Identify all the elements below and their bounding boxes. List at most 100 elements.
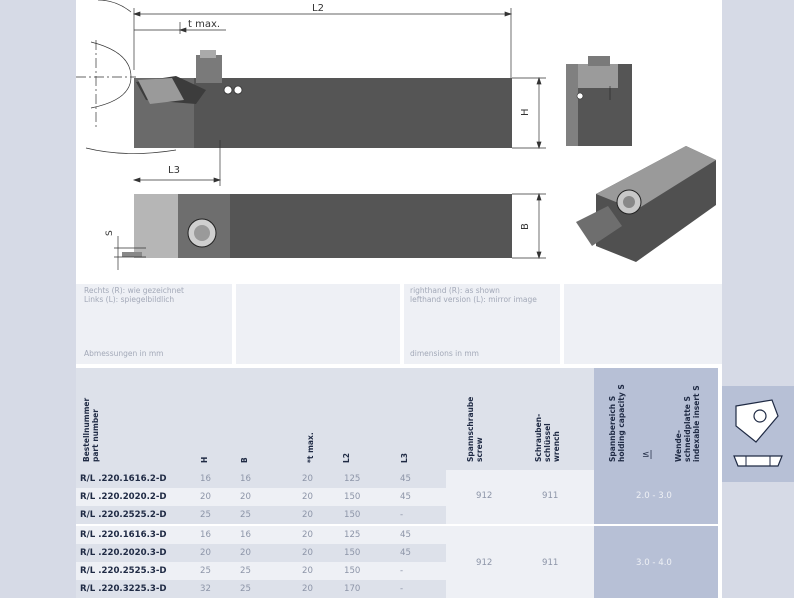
info-en-line2: lefthand version (L): mirror image (410, 295, 537, 304)
cell-h: 16 (200, 474, 211, 484)
dim-B: B (520, 223, 531, 230)
group-1-screw: 912 (476, 491, 493, 501)
info-de-line1: Rechts (R): wie gezeichnet (84, 286, 184, 295)
cell-l2: 170 (344, 584, 361, 594)
part-number-cell: R/L .220.3225.3-D (80, 584, 167, 594)
info-box-empty-2 (564, 284, 722, 364)
cell-h: 25 (200, 510, 211, 520)
part-number-cell: R/L .220.2020.2-D (80, 492, 167, 502)
cell-t: 20 (302, 566, 313, 576)
dim-H: H (520, 108, 531, 116)
part-number-cell: R/L .220.2020.3-D (80, 548, 167, 558)
separator (76, 364, 722, 368)
cell-l3: - (400, 584, 404, 594)
dim-L2: L2 (312, 3, 324, 14)
table-row: R/L .220.1616.3-D 16 16 20 125 45 (76, 526, 446, 544)
cell-b: 25 (240, 584, 251, 594)
info-box-en: righthand (R): as shown lefthand version… (404, 284, 560, 364)
table-header-dims: Bestellnummer part number H B *t max. L2… (76, 368, 446, 470)
header-capacity-en: holding capacity S (617, 384, 626, 462)
header-H: H (200, 456, 209, 463)
header-L3: L3 (400, 453, 409, 463)
cell-b: 25 (240, 510, 251, 520)
header-insert-de2: schneidplatte S (683, 396, 692, 462)
cell-l2: 125 (344, 530, 361, 540)
info-en-dims: dimensions in mm (410, 349, 479, 358)
insert-side-icon (733, 455, 783, 467)
info-box-de: Rechts (R): wie gezeichnet Links (L): sp… (76, 284, 232, 364)
header-screw-en: screw (475, 437, 484, 462)
insert-icon-box (722, 386, 794, 482)
cell-t: 20 (302, 584, 313, 594)
cell-l2: 150 (344, 510, 361, 520)
dim-tmax: t max. (188, 19, 220, 30)
header-B: B (240, 457, 249, 463)
table-row: R/L .220.2525.3-D 25 25 20 150 - (76, 562, 446, 580)
part-number-cell: R/L .220.1616.2-D (80, 474, 167, 484)
cell-l3: - (400, 510, 404, 520)
cell-t: 20 (302, 510, 313, 520)
cell-h: 16 (200, 530, 211, 540)
cell-b: 16 (240, 530, 251, 540)
table-header-tools: Spannschraube screw Schrauben- schlüssel… (446, 368, 594, 470)
group-1-range: 2.0 - 3.0 (636, 491, 672, 501)
group-1-range-cell: 2.0 - 3.0 (594, 470, 718, 524)
insert-top-icon (735, 399, 779, 443)
cell-h: 25 (200, 566, 211, 576)
header-wrench-en: wrench (552, 431, 561, 462)
header-L2: L2 (342, 453, 351, 463)
cell-l3: 45 (400, 548, 411, 558)
cell-l3: - (400, 566, 404, 576)
info-box-empty-1 (236, 284, 400, 364)
technical-drawing: L2 t max. H (76, 0, 716, 270)
group-1-wrench: 911 (542, 491, 559, 501)
part-number-cell: R/L .220.2525.2-D (80, 510, 167, 520)
table-row: R/L .220.3225.3-D 32 25 20 170 - (76, 580, 446, 598)
cell-t: 20 (302, 548, 313, 558)
dim-S: S (105, 230, 115, 236)
info-de-line2: Links (L): spiegelbildlich (84, 295, 175, 304)
group-2-range-cell: 3.0 - 4.0 (594, 526, 718, 598)
info-en-line1: righthand (R): as shown (410, 286, 500, 295)
header-tmax: *t max. (306, 432, 315, 463)
part-number-cell: R/L .220.2525.3-D (80, 566, 167, 576)
group-2-tools: 912 911 (446, 526, 594, 598)
header-insert-de1: Wende- (674, 430, 683, 462)
header-wrench-de2: schlüssel (543, 423, 552, 462)
group-2-range: 3.0 - 4.0 (636, 558, 672, 568)
group-2-wrench: 911 (542, 558, 559, 568)
cell-l2: 125 (344, 474, 361, 484)
cell-t: 20 (302, 492, 313, 502)
right-margin (722, 0, 794, 598)
cell-t: 20 (302, 530, 313, 540)
cell-b: 20 (240, 548, 251, 558)
part-number-cell: R/L .220.1616.3-D (80, 530, 167, 540)
table-row: R/L .220.2020.2-D 20 20 20 150 45 (76, 488, 446, 506)
cell-l2: 150 (344, 548, 361, 558)
group-1-tools: 912 911 (446, 470, 594, 524)
cell-t: 20 (302, 474, 313, 484)
header-screw-de: Spannschraube (466, 396, 475, 462)
info-de-dims: Abmessungen in mm (84, 349, 164, 358)
header-part-number-en: part number (91, 409, 100, 462)
cell-b: 25 (240, 566, 251, 576)
header-wrench-de1: Schrauben- (534, 413, 543, 462)
table-row: R/L .220.2525.2-D 25 25 20 150 - (76, 506, 446, 524)
header-insert-en: indexable insert S (692, 385, 701, 462)
cell-l2: 150 (344, 566, 361, 576)
cell-l3: 45 (400, 492, 411, 502)
cell-l3: 45 (400, 474, 411, 484)
cell-l3: 45 (400, 530, 411, 540)
header-part-number-de: Bestellnummer (82, 397, 91, 462)
left-margin (0, 0, 76, 598)
cell-b: 20 (240, 492, 251, 502)
dim-L3: L3 (168, 165, 180, 176)
cell-h: 32 (200, 584, 211, 594)
cell-l2: 150 (344, 492, 361, 502)
cell-h: 20 (200, 492, 211, 502)
group-2-screw: 912 (476, 558, 493, 568)
header-capacity-de: Spannbereich S (608, 395, 617, 462)
